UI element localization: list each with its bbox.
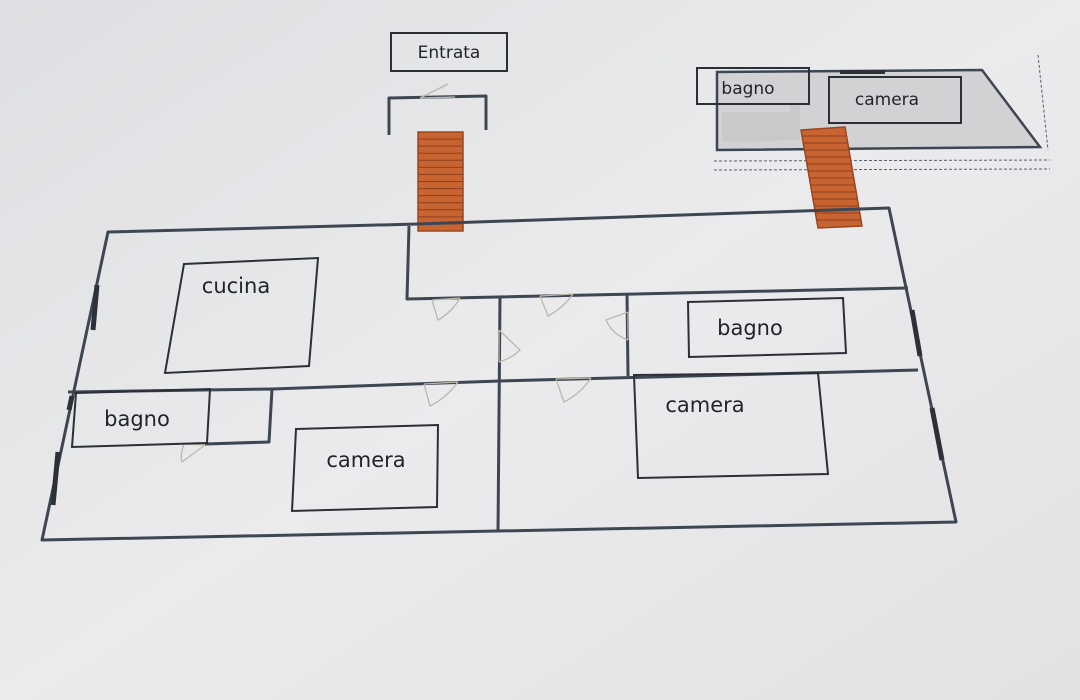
left-room-label-box (290, 423, 440, 513)
kitchen-label: cucina (202, 274, 270, 298)
hall-wall (405, 225, 909, 301)
annex-dimension-tick (1037, 54, 1049, 151)
kitchen-label-box (163, 256, 320, 375)
rooms: cucina bagno camera bagno camera (70, 256, 848, 513)
right-stairs (800, 126, 863, 229)
entrance-door-icon (419, 83, 456, 99)
right-stairs-steps (802, 135, 861, 221)
annex-bathroom-label: bagno (721, 79, 774, 99)
left-room-label: camera (326, 448, 405, 472)
window-right-bottom (929, 407, 945, 461)
central-vertical-wall (496, 296, 502, 533)
door-icon-hall-1 (539, 293, 574, 317)
annex-bathroom-label-box (696, 67, 810, 105)
annex-room-label-box (828, 76, 962, 124)
right-bathroom-label-box (686, 296, 848, 359)
entrance-label: Entrata (418, 43, 481, 63)
window-left-top (90, 284, 100, 331)
left-bathroom-label-box (70, 387, 212, 449)
window-left-bathroom (66, 395, 75, 411)
entrance-label-box (390, 32, 508, 72)
window-left-bottom (50, 451, 61, 506)
annex: bagno camera (696, 54, 1051, 171)
left-bathroom-label: bagno (104, 407, 170, 431)
right-room-label: camera (665, 393, 744, 417)
doors (180, 293, 629, 463)
annex-dimension-line-2 (713, 168, 1051, 171)
annex-dimension-line (713, 159, 1051, 162)
annex-room-label: camera (855, 90, 919, 110)
window-right-top (909, 309, 923, 357)
door-icon-right-bath (605, 311, 629, 341)
door-icon-right-room (555, 377, 592, 403)
annex-inner (722, 105, 800, 142)
door-icon-corridor (498, 329, 521, 363)
right-room-label-box (632, 371, 830, 480)
right-bathroom-label: bagno (717, 316, 783, 340)
door-icon-kitchen (431, 297, 461, 321)
door-icon-left-room (423, 381, 459, 407)
left-stairs (417, 131, 464, 232)
entrance: Entrata (387, 32, 508, 135)
